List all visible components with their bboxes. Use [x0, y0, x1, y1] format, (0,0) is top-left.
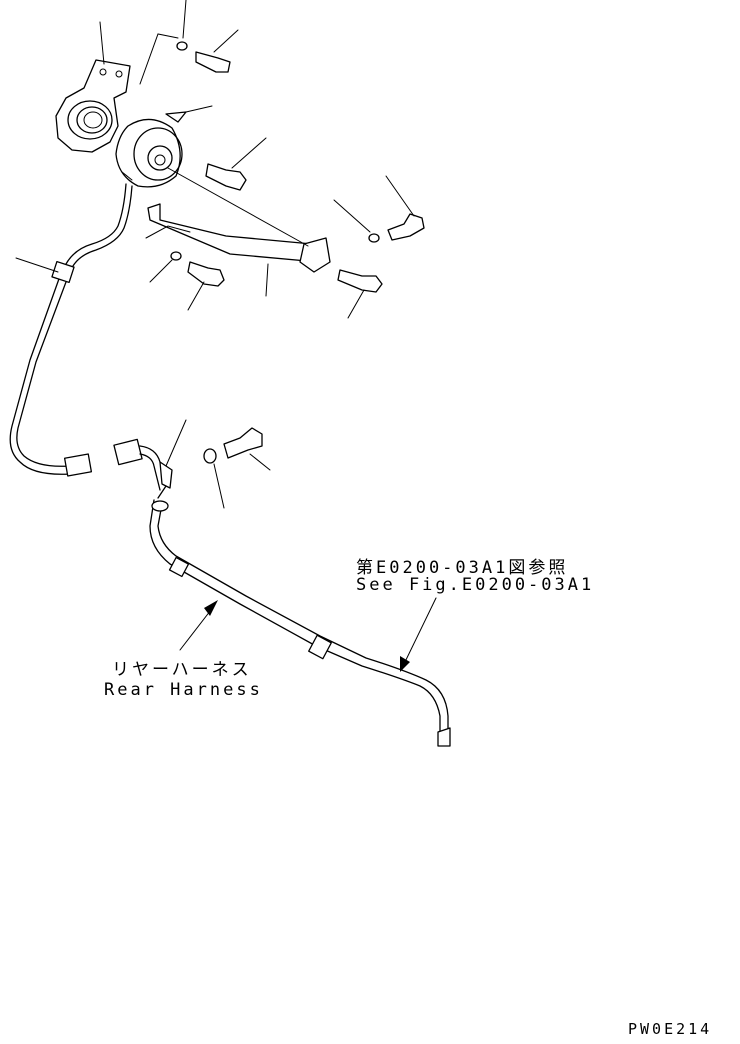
- reference-label-en: See Fig.E0200-03A1: [356, 575, 595, 595]
- sensor-bracket: [55, 21, 131, 153]
- pin-part: [165, 105, 213, 123]
- harness-connector: [113, 419, 187, 499]
- rear-harness: [149, 499, 451, 747]
- harness-label-jp: リヤーハーネス: [112, 660, 252, 680]
- rotation-sensor: [115, 118, 183, 188]
- figure-code: PW0E214: [628, 1020, 713, 1038]
- reference-leader-arrow: [400, 597, 437, 672]
- link-arm: [145, 167, 331, 297]
- bolt-washer-top: [139, 0, 239, 85]
- harness-leader-arrow: [179, 600, 218, 651]
- sensor-cable: [9, 183, 133, 477]
- bolt-right-lower: [337, 269, 383, 319]
- bolt-right-upper: [333, 175, 425, 243]
- reference-label-jp: 第E0200-03A1図参照: [356, 558, 569, 578]
- bolt-long: [205, 137, 267, 191]
- bolt-washer-mid: [149, 251, 225, 311]
- harness-label-en: Rear Harness: [104, 680, 263, 700]
- bolt-washer-lower: [203, 427, 271, 509]
